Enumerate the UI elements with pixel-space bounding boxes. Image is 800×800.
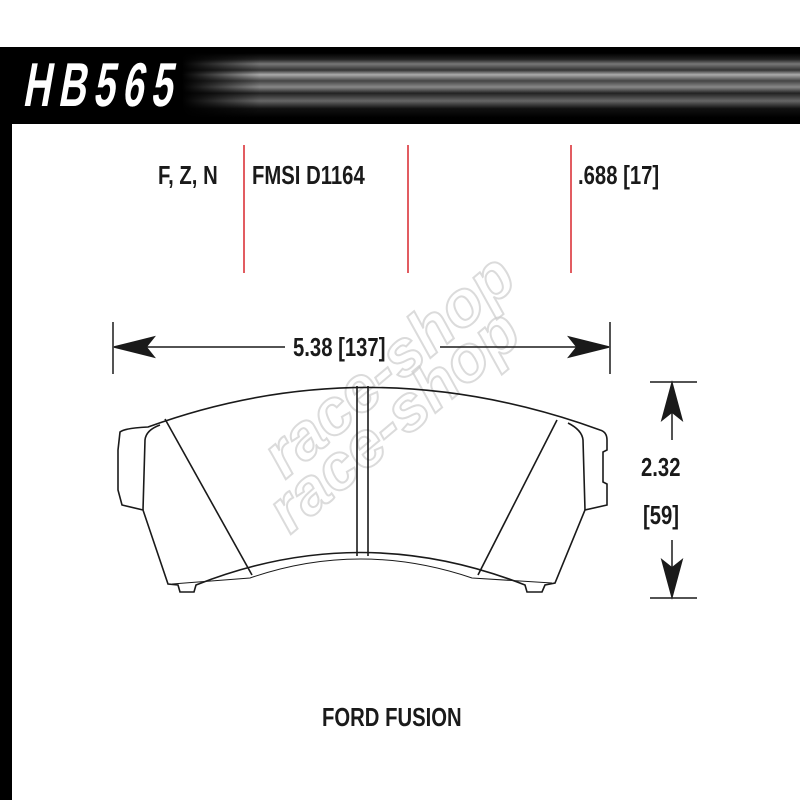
height-dimension xyxy=(650,380,697,600)
pad-outline xyxy=(117,386,608,593)
left-border-bar xyxy=(0,47,12,800)
pad-height-in: 2.32 xyxy=(641,452,681,482)
fmsi-number: FMSI D1164 xyxy=(252,160,365,190)
red-guide-lines xyxy=(243,145,572,273)
width-dimension xyxy=(112,322,611,374)
pad-width: 5.38 [137] xyxy=(293,332,386,362)
compound-codes: F, Z, N xyxy=(158,160,218,190)
pad-height-mm: [59] xyxy=(643,500,680,530)
vehicle-name: FORD FUSION xyxy=(322,702,462,732)
header-band xyxy=(0,47,800,124)
pad-thickness: .688 [17] xyxy=(578,160,660,190)
